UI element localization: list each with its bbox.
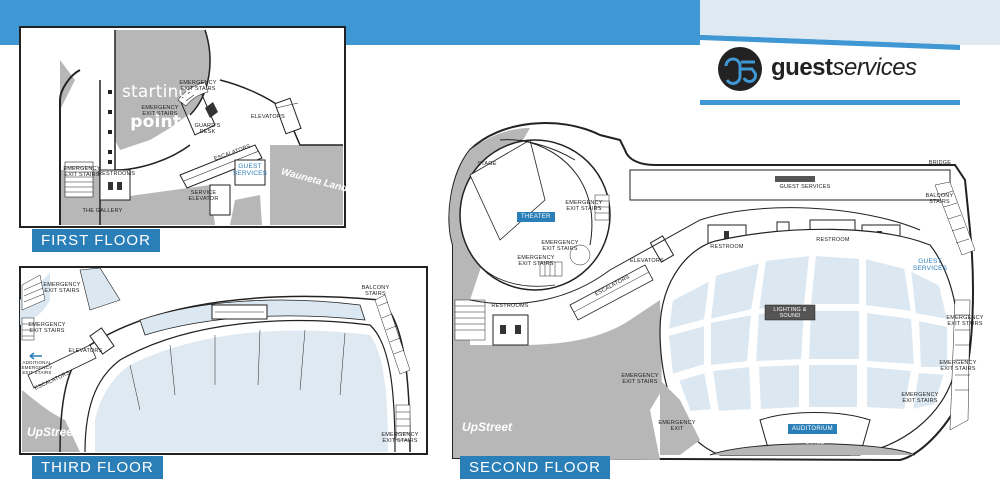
service-elevator-label: Service Elevator xyxy=(188,190,219,202)
starting-point-logo: starting point xyxy=(122,70,189,145)
restroom-right-label: Restroom xyxy=(816,237,850,243)
restroom-left-label: Restroom xyxy=(710,244,744,250)
bridge-label: Bridge xyxy=(928,160,952,166)
first-floor-title: First Floor xyxy=(32,229,160,252)
theater-label: Theater xyxy=(517,212,555,222)
the-gallery-label: The Gallery xyxy=(82,208,123,214)
third-elevators-label: Elevators xyxy=(68,348,103,354)
third-floor-map xyxy=(19,266,428,455)
first-emergency-exit-stairs-bottom: Emergency Exit Stairs xyxy=(63,166,101,178)
third-emergency-exit-stairs-top: Emergency Exit Stairs xyxy=(43,282,81,294)
theater-stage-label: Stage xyxy=(477,161,497,167)
second-upstreet-watermark: UpStreet xyxy=(462,420,513,434)
second-emergency-exit-stairs-right2: Emergency Exit Stairs xyxy=(939,360,977,372)
lighting-sound-label: Lighting & Sound xyxy=(773,307,807,319)
third-upstreet-watermark: UpStreet xyxy=(27,425,78,439)
second-emergency-exit-stairs-right1: Emergency Exit Stairs xyxy=(946,315,984,327)
auditorium-label: Auditorium xyxy=(788,424,837,434)
second-floor-title: Second Floor xyxy=(460,456,611,479)
brand-name-bold: guest xyxy=(771,54,833,81)
gs-logo-icon xyxy=(718,47,762,91)
first-guest-services-label: Guest Services xyxy=(232,163,268,177)
second-emergency-exit-stairs-3: Emergency Exit Stairs xyxy=(517,255,555,267)
header-white-panel xyxy=(700,0,1000,45)
second-guest-services-label: Guest Services xyxy=(912,258,948,272)
starting-point-line2: point xyxy=(130,112,182,132)
first-floor-map xyxy=(19,26,346,228)
second-elevators-label: Elevators xyxy=(630,258,664,264)
starting-point-line1: starting xyxy=(122,82,190,102)
third-emergency-exit-stairs-left: Emergency Exit Stairs xyxy=(28,322,66,334)
brand-banner-inner xyxy=(700,40,960,100)
third-additional-emergency-exit-label: Additional Emergency Exit Stairs xyxy=(21,360,53,375)
second-emergency-exit-stairs-1: Emergency Exit Stairs xyxy=(565,200,603,212)
emergency-exit-label: Emergency Exit xyxy=(658,420,696,432)
first-elevators-label: Elevators xyxy=(251,114,285,120)
third-emergency-exit-stairs-bottom: Emergency Exit Stairs xyxy=(381,432,419,444)
first-emergency-exit-stairs-top: Emergency Exit Stairs xyxy=(179,80,217,92)
third-balcony-stairs-label: Balcony Stairs xyxy=(361,285,390,297)
second-restrooms-label: Restrooms xyxy=(491,303,529,309)
first-restrooms-label: Restrooms xyxy=(98,171,136,177)
guest-services-brand: guestservices xyxy=(771,54,917,82)
second-floor-map xyxy=(448,122,976,462)
second-emergency-exit-stairs-2: Emergency Exit Stairs xyxy=(541,240,579,252)
auditorium-stage-label: Stage xyxy=(805,440,825,446)
first-emergency-exit-stairs-mid: Emergency Exit Stairs xyxy=(141,105,179,117)
brand-name-light: services xyxy=(832,54,918,81)
second-balcony-stairs-label: Balcony Stairs xyxy=(925,193,954,205)
guest-services-area-label: Guest Services xyxy=(779,184,831,190)
guards-desk-label: Guard's Desk xyxy=(194,123,221,135)
second-emergency-exit-stairs-center: Emergency Exit Stairs xyxy=(621,373,659,385)
third-floor-title: Third Floor xyxy=(32,456,163,479)
second-emergency-exit-stairs-right3: Emergency Exit Stairs xyxy=(901,392,939,404)
